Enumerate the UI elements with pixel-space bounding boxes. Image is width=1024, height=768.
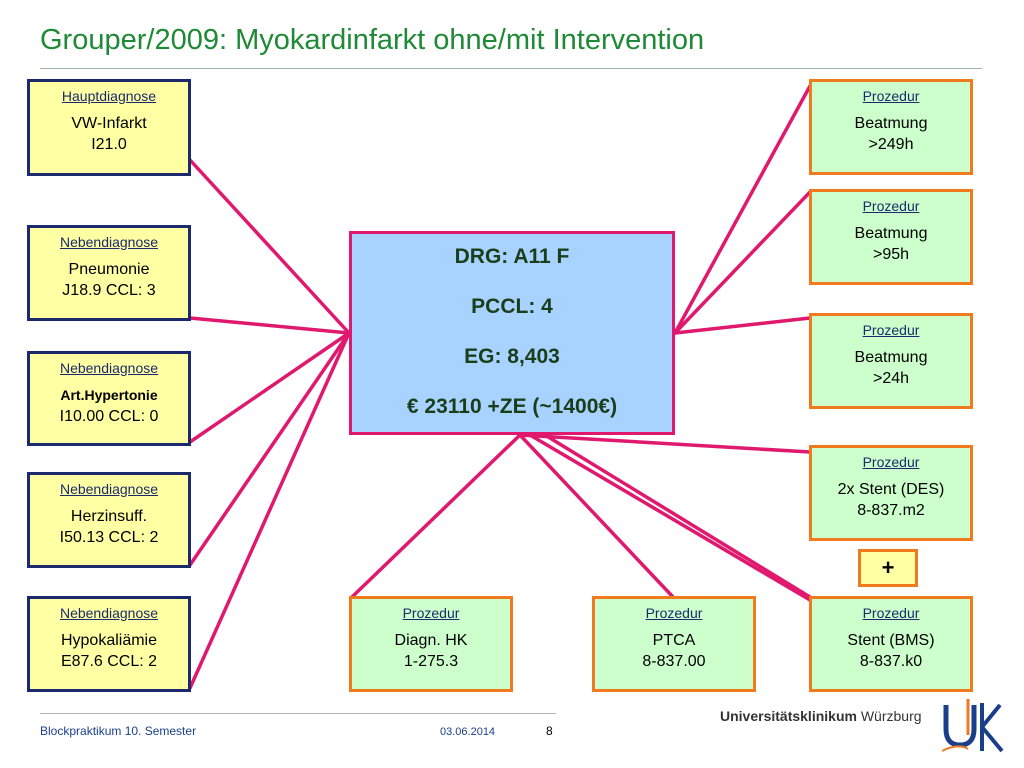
box-line1: Hypokaliämie [60,632,158,649]
ukw-logo-icon [941,699,1004,753]
institution-name-bold: Universitätsklinikum [720,708,857,724]
title-divider [40,68,982,69]
box-head: Prozedur [862,198,920,214]
eg-value: EG: 8,403 [464,345,560,368]
box-line2: 8-837.00 [642,653,706,670]
box-nebendiagnose-pneumonie: Nebendiagnose Pneumonie J18.9 CCL: 3 [27,225,191,321]
slide-title: Grouper/2009: Myokardinfarkt ohne/mit In… [40,24,705,56]
connector-hauptdiagnose [188,158,351,335]
box-head: Nebendiagnose [59,605,159,621]
box-head: Prozedur [862,322,920,338]
box-prozedur-stent-des: Prozedur 2x Stent (DES) 8-837.m2 [809,445,973,541]
box-line1: Art.Hypertonie [60,387,158,403]
connector-stent-des [518,433,812,454]
box-prozedur-stent-bms: Prozedur Stent (BMS) 8-837.k0 [809,596,973,692]
box-hauptdiagnose: Hauptdiagnose VW-Infarkt I21.0 [27,79,191,176]
box-line2: E87.6 CCL: 2 [60,653,158,670]
box-head: Prozedur [862,454,920,470]
box-head: Prozedur [402,605,460,621]
footer-course: Blockpraktikum 10. Semester [40,724,197,738]
footer-date: 03.06.2014 [440,726,496,738]
connector-ptca [518,433,675,599]
box-line2: >95h [872,246,910,263]
connector-herzinsuff [188,331,351,567]
connector-beatmung-95h [673,190,812,335]
box-head: Prozedur [862,605,920,621]
box-line2: 8-837.k0 [859,653,923,670]
box-line1: Beatmung [854,225,928,242]
box-line2: 8-837.m2 [857,502,925,519]
box-head: Prozedur [645,605,703,621]
box-prozedur-beatmung-95h: Prozedur Beatmung >95h [809,189,973,285]
institution-name: Universitätsklinikum Würzburg [720,708,922,724]
box-line2: >249h [868,136,914,153]
box-head: Prozedur [862,88,920,104]
drg-result-box: DRG: A11 F PCCL: 4 EG: 8,403 € 23110 +ZE… [349,231,675,435]
footer-divider [40,713,556,714]
box-line1: PTCA [652,632,696,649]
box-nebendiagnose-hypokaliaemie: Nebendiagnose Hypokaliämie E87.6 CCL: 2 [27,596,191,692]
page-number: 8 [546,724,553,738]
connector-beatmung-249h [673,84,812,335]
connector-hypertonie [188,331,351,444]
box-line1: Stent (BMS) [847,632,935,649]
plus-badge: + [858,549,918,587]
box-line1: Diagn. HK [394,632,468,649]
connector-hypokaliaemie [188,331,351,690]
box-prozedur-diagn-hk: Prozedur Diagn. HK 1-275.3 [349,596,513,692]
cost-value: € 23110 +ZE (~1400€) [406,395,618,418]
connector-stent-bms-a [543,433,812,599]
box-line1: VW-Infarkt [71,115,147,132]
connector-stent-bms-b [528,433,812,602]
box-prozedur-beatmung-249h: Prozedur Beatmung >249h [809,79,973,175]
box-head: Nebendiagnose [59,234,159,250]
box-line2: >24h [872,370,910,387]
box-nebendiagnose-hypertonie: Nebendiagnose Art.Hypertonie I10.00 CCL:… [27,351,191,446]
box-head: Hauptdiagnose [61,88,157,104]
drg-code: DRG: A11 F [454,245,570,268]
institution-city: Würzburg [860,708,922,724]
box-nebendiagnose-herzinsuff: Nebendiagnose Herzinsuff. I50.13 CCL: 2 [27,472,191,568]
box-line1: Beatmung [854,115,928,132]
box-line2: J18.9 CCL: 3 [62,282,156,299]
pccl-value: PCCL: 4 [471,295,553,318]
box-prozedur-beatmung-24h: Prozedur Beatmung >24h [809,313,973,409]
box-head: Nebendiagnose [59,481,159,497]
connector-diagn-hk [350,433,522,599]
box-line2: 1-275.3 [403,653,459,670]
box-line2: I10.00 CCL: 0 [59,408,159,425]
connector-beatmung-24h [673,316,812,335]
box-line2: I50.13 CCL: 2 [59,529,159,546]
box-line1: 2x Stent (DES) [837,481,945,498]
box-line1: Beatmung [854,349,928,366]
box-prozedur-ptca: Prozedur PTCA 8-837.00 [592,596,756,692]
connector-pneumonie [188,316,351,335]
box-line2: I21.0 [91,136,127,153]
box-line1: Herzinsuff. [70,508,148,525]
box-line1: Pneumonie [68,261,150,278]
box-head: Nebendiagnose [59,360,159,376]
